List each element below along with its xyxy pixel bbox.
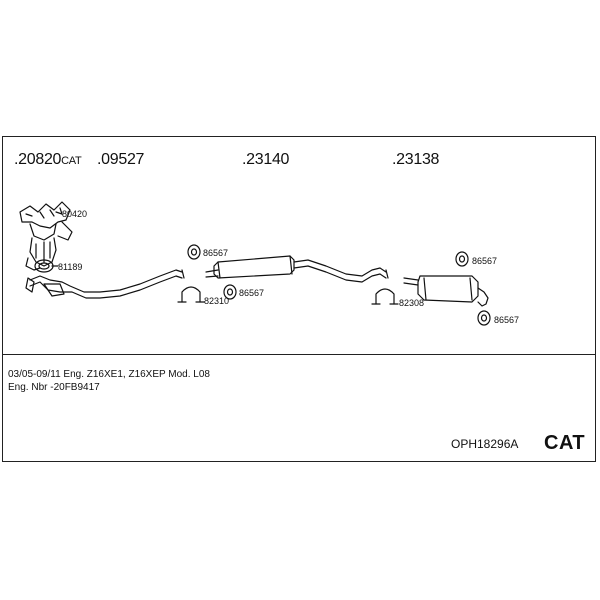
- u-clamp-icon: [177, 286, 205, 303]
- rubber-hanger-icon: [187, 244, 201, 260]
- callout-gasket: 81189: [58, 262, 83, 272]
- part-number-middle-silencer: .23140: [242, 151, 289, 169]
- kit-type-label: CAT: [544, 432, 586, 454]
- vehicle-info-line-1: 03/05-09/11 Eng. Z16XE1, Z16XEP Mod. L08: [8, 369, 210, 380]
- vehicle-info-line-2: Eng. Nbr -20FB9417: [8, 382, 100, 393]
- callout-hanger-mid-top: 86567: [203, 248, 229, 258]
- front-pipe-icon: [25, 269, 185, 299]
- part-number-text: .09527: [97, 151, 145, 168]
- callout-hanger-rear-top: 86567: [472, 256, 498, 266]
- rubber-hanger-icon: [455, 251, 469, 267]
- part-number-manifold: .20820CAT: [14, 151, 82, 169]
- u-clamp-icon: [371, 288, 399, 305]
- diagram-frame: [2, 136, 596, 462]
- kit-code: OPH18296A: [451, 437, 519, 451]
- part-number-front-pipe: .09527: [97, 151, 144, 169]
- info-divider: [2, 354, 596, 355]
- callout-hanger-rear-bottom: 86567: [494, 315, 520, 325]
- callout-clamp-rear: 82308: [399, 298, 425, 308]
- callout-manifold: 80420: [62, 209, 88, 219]
- part-number-suffix: CAT: [61, 155, 82, 167]
- rubber-hanger-icon: [477, 310, 491, 326]
- callout-clamp-mid: 82310: [204, 296, 230, 306]
- part-number-text: .23138: [392, 151, 440, 168]
- part-number-text: .23140: [242, 151, 290, 168]
- rear-silencer-icon: [403, 275, 489, 307]
- callout-hanger-mid-bottom: 86567: [239, 288, 265, 298]
- rubber-hanger-icon: [223, 284, 237, 300]
- middle-silencer-icon: [205, 255, 389, 283]
- part-number-text: .20820: [14, 151, 62, 168]
- part-number-rear-silencer: .23138: [392, 151, 439, 169]
